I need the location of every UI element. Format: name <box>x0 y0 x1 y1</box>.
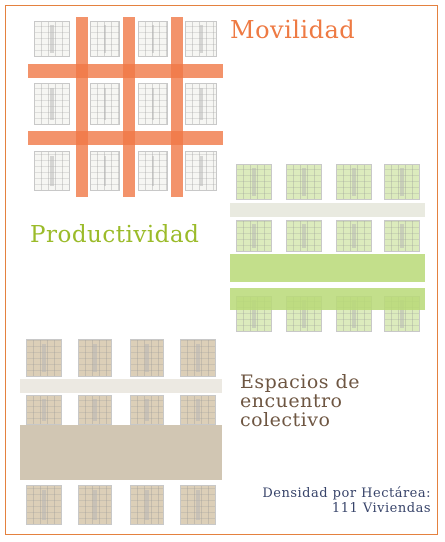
housing-block <box>90 21 120 57</box>
housing-block <box>138 151 168 191</box>
title-movilidad: Movilidad <box>230 16 356 44</box>
housing-block <box>90 151 120 191</box>
housing-block <box>26 395 62 425</box>
housing-block <box>34 151 70 191</box>
housing-block <box>78 395 112 425</box>
housing-block <box>286 164 322 200</box>
housing-block <box>286 220 322 252</box>
housing-block <box>78 339 112 377</box>
housing-block <box>138 83 168 125</box>
housing-block <box>236 164 272 200</box>
mobility-corridor <box>123 17 135 197</box>
housing-block <box>180 485 216 525</box>
housing-block <box>26 339 62 377</box>
productive-green-strip <box>230 254 425 282</box>
housing-block <box>34 83 70 125</box>
housing-block <box>138 21 168 57</box>
plan-movilidad <box>28 17 223 197</box>
pedestrian-path <box>20 379 222 393</box>
pedestrian-path <box>230 203 425 217</box>
title-productividad: Productividad <box>30 222 200 248</box>
housing-block <box>78 485 112 525</box>
housing-block <box>185 21 217 57</box>
housing-block <box>130 485 164 525</box>
housing-block <box>130 339 164 377</box>
housing-block <box>90 83 120 125</box>
housing-block <box>384 220 420 252</box>
productive-green-strip <box>230 288 425 310</box>
plan-espacios-encuentro <box>20 335 222 530</box>
plan-productividad <box>230 158 425 336</box>
housing-block <box>180 395 216 425</box>
housing-block <box>185 151 217 191</box>
housing-block <box>384 164 420 200</box>
housing-block <box>336 220 372 252</box>
mobility-corridor <box>76 17 88 197</box>
housing-block <box>26 485 62 525</box>
housing-block <box>130 395 164 425</box>
mobility-corridor <box>171 17 183 197</box>
housing-block <box>236 220 272 252</box>
title-espacios-encuentro: Espacios de encuentro colectivo <box>240 371 360 431</box>
housing-block <box>336 164 372 200</box>
housing-block <box>185 83 217 125</box>
housing-block <box>34 21 70 57</box>
collective-space-strip <box>20 425 222 480</box>
housing-block <box>180 339 216 377</box>
density-note: Densidad por Hectárea: 111 Viviendas <box>262 486 431 516</box>
